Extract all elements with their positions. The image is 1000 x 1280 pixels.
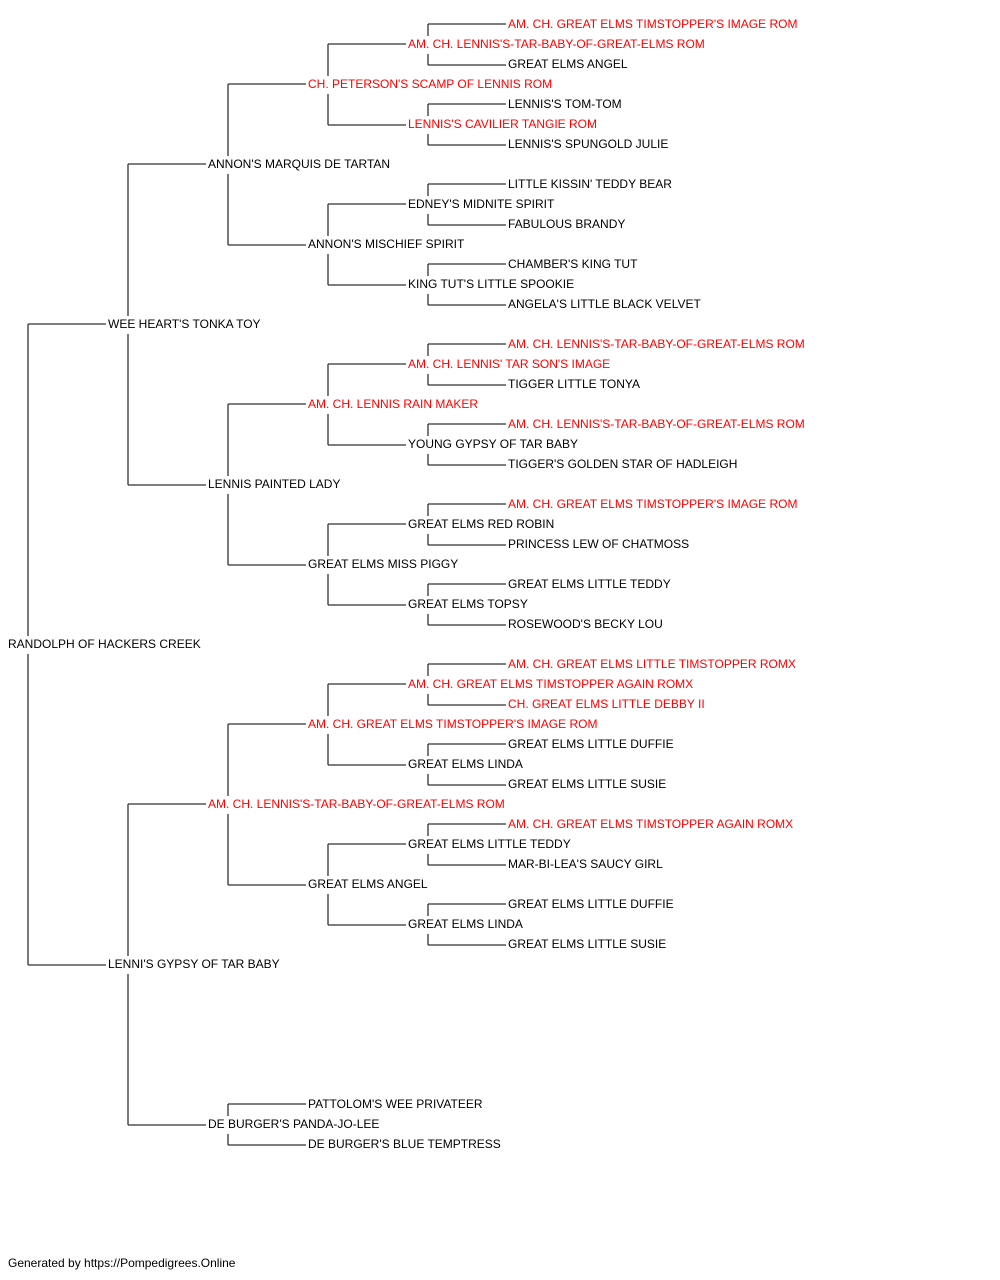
subject-dam-name: LENNI'S GYPSY OF TAR BABY (108, 957, 280, 971)
subject-sire-sire-sire-sire-name: AM. CH. LENNIS'S-TAR-BABY-OF-GREAT-ELMS … (408, 37, 705, 51)
subject-dam-sire-dam-dam-name: GREAT ELMS LINDA (408, 917, 523, 931)
subject-sire-sire-sire-dam-name: LENNIS'S CAVILIER TANGIE ROM (408, 117, 597, 131)
subject-dam-sire-dam-sire-name: GREAT ELMS LITTLE TEDDY (408, 837, 571, 851)
subject-dam-sire-sire-dam-name: GREAT ELMS LINDA (408, 757, 523, 771)
subject-sire-sire-sire-sire-sire-name: AM. CH. GREAT ELMS TIMSTOPPER'S IMAGE RO… (508, 17, 797, 31)
subject-sire-sire-dam-dam-name: KING TUT'S LITTLE SPOOKIE (408, 277, 574, 291)
subject-dam-sire-dam-name: GREAT ELMS ANGEL (308, 877, 428, 891)
subject-sire-name: WEE HEART'S TONKA TOY (108, 317, 261, 331)
subject-dam-dam-dam-name: DE BURGER'S BLUE TEMPTRESS (308, 1137, 501, 1151)
subject-sire-sire-dam-name: ANNON'S MISCHIEF SPIRIT (308, 237, 465, 251)
subject-dam-sire-dam-sire-dam-name: MAR-BI-LEA'S SAUCY GIRL (508, 857, 663, 871)
subject-sire-sire-dam-dam-sire-name: CHAMBER'S KING TUT (508, 257, 638, 271)
subject-sire-sire-dam-sire-name: EDNEY'S MIDNITE SPIRIT (408, 197, 555, 211)
subject-sire-sire-sire-name: CH. PETERSON'S SCAMP OF LENNIS ROM (308, 77, 552, 91)
subject-sire-sire-dam-sire-sire-name: LITTLE KISSIN' TEDDY BEAR (508, 177, 672, 191)
subject-dam-sire-sire-name: AM. CH. GREAT ELMS TIMSTOPPER'S IMAGE RO… (308, 717, 597, 731)
subject-sire-dam-sire-dam-sire-name: AM. CH. LENNIS'S-TAR-BABY-OF-GREAT-ELMS … (508, 417, 805, 431)
subject-dam-sire-dam-dam-dam-name: GREAT ELMS LITTLE SUSIE (508, 937, 666, 951)
subject-sire-dam-dam-sire-dam-name: PRINCESS LEW OF CHATMOSS (508, 537, 689, 551)
subject-dam-dam-name: DE BURGER'S PANDA-JO-LEE (208, 1117, 379, 1131)
subject-sire-dam-dam-dam-dam-name: ROSEWOOD'S BECKY LOU (508, 617, 663, 631)
subject-name: RANDOLPH OF HACKERS CREEK (8, 637, 201, 651)
subject-sire-sire-dam-sire-dam-name: FABULOUS BRANDY (508, 217, 625, 231)
subject-dam-sire-sire-dam-sire-name: GREAT ELMS LITTLE DUFFIE (508, 737, 674, 751)
subject-sire-sire-sire-dam-sire-name: LENNIS'S TOM-TOM (508, 97, 622, 111)
subject-sire-dam-dam-sire-sire-name: AM. CH. GREAT ELMS TIMSTOPPER'S IMAGE RO… (508, 497, 797, 511)
subject-sire-dam-dam-dam-sire-name: GREAT ELMS LITTLE TEDDY (508, 577, 671, 591)
subject-sire-dam-sire-sire-sire-name: AM. CH. LENNIS'S-TAR-BABY-OF-GREAT-ELMS … (508, 337, 805, 351)
subject-sire-dam-dam-name: GREAT ELMS MISS PIGGY (308, 557, 458, 571)
subject-sire-dam-sire-sire-name: AM. CH. LENNIS' TAR SON'S IMAGE (408, 357, 610, 371)
subject-sire-sire-sire-dam-dam-name: LENNIS'S SPUNGOLD JULIE (508, 137, 668, 151)
subject-dam-sire-name: AM. CH. LENNIS'S-TAR-BABY-OF-GREAT-ELMS … (208, 797, 505, 811)
subject-dam-sire-sire-sire-name: AM. CH. GREAT ELMS TIMSTOPPER AGAIN ROMX (408, 677, 693, 691)
subject-sire-sire-name: ANNON'S MARQUIS DE TARTAN (208, 157, 390, 171)
footer-credit: Generated by https://Pompedigrees.Online (8, 1256, 236, 1270)
subject-sire-dam-dam-sire-name: GREAT ELMS RED ROBIN (408, 517, 554, 531)
subject-sire-sire-dam-dam-dam-name: ANGELA'S LITTLE BLACK VELVET (508, 297, 701, 311)
subject-sire-dam-sire-name: AM. CH. LENNIS RAIN MAKER (308, 397, 478, 411)
subject-sire-dam-sire-dam-name: YOUNG GYPSY OF TAR BABY (408, 437, 578, 451)
subject-sire-sire-sire-sire-dam-name: GREAT ELMS ANGEL (508, 57, 628, 71)
subject-dam-dam-sire-name: PATTOLOM'S WEE PRIVATEER (308, 1097, 483, 1111)
subject-dam-sire-sire-sire-sire-name: AM. CH. GREAT ELMS LITTLE TIMSTOPPER ROM… (508, 657, 796, 671)
subject-sire-dam-dam-dam-name: GREAT ELMS TOPSY (408, 597, 528, 611)
subject-dam-sire-dam-sire-sire-name: AM. CH. GREAT ELMS TIMSTOPPER AGAIN ROMX (508, 817, 793, 831)
subject-sire-dam-name: LENNIS PAINTED LADY (208, 477, 340, 491)
subject-dam-sire-sire-dam-dam-name: GREAT ELMS LITTLE SUSIE (508, 777, 666, 791)
subject-dam-sire-sire-sire-dam-name: CH. GREAT ELMS LITTLE DEBBY II (508, 697, 705, 711)
subject-dam-sire-dam-dam-sire-name: GREAT ELMS LITTLE DUFFIE (508, 897, 674, 911)
subject-sire-dam-sire-dam-dam-name: TIGGER'S GOLDEN STAR OF HADLEIGH (508, 457, 737, 471)
subject-sire-dam-sire-sire-dam-name: TIGGER LITTLE TONYA (508, 377, 640, 391)
